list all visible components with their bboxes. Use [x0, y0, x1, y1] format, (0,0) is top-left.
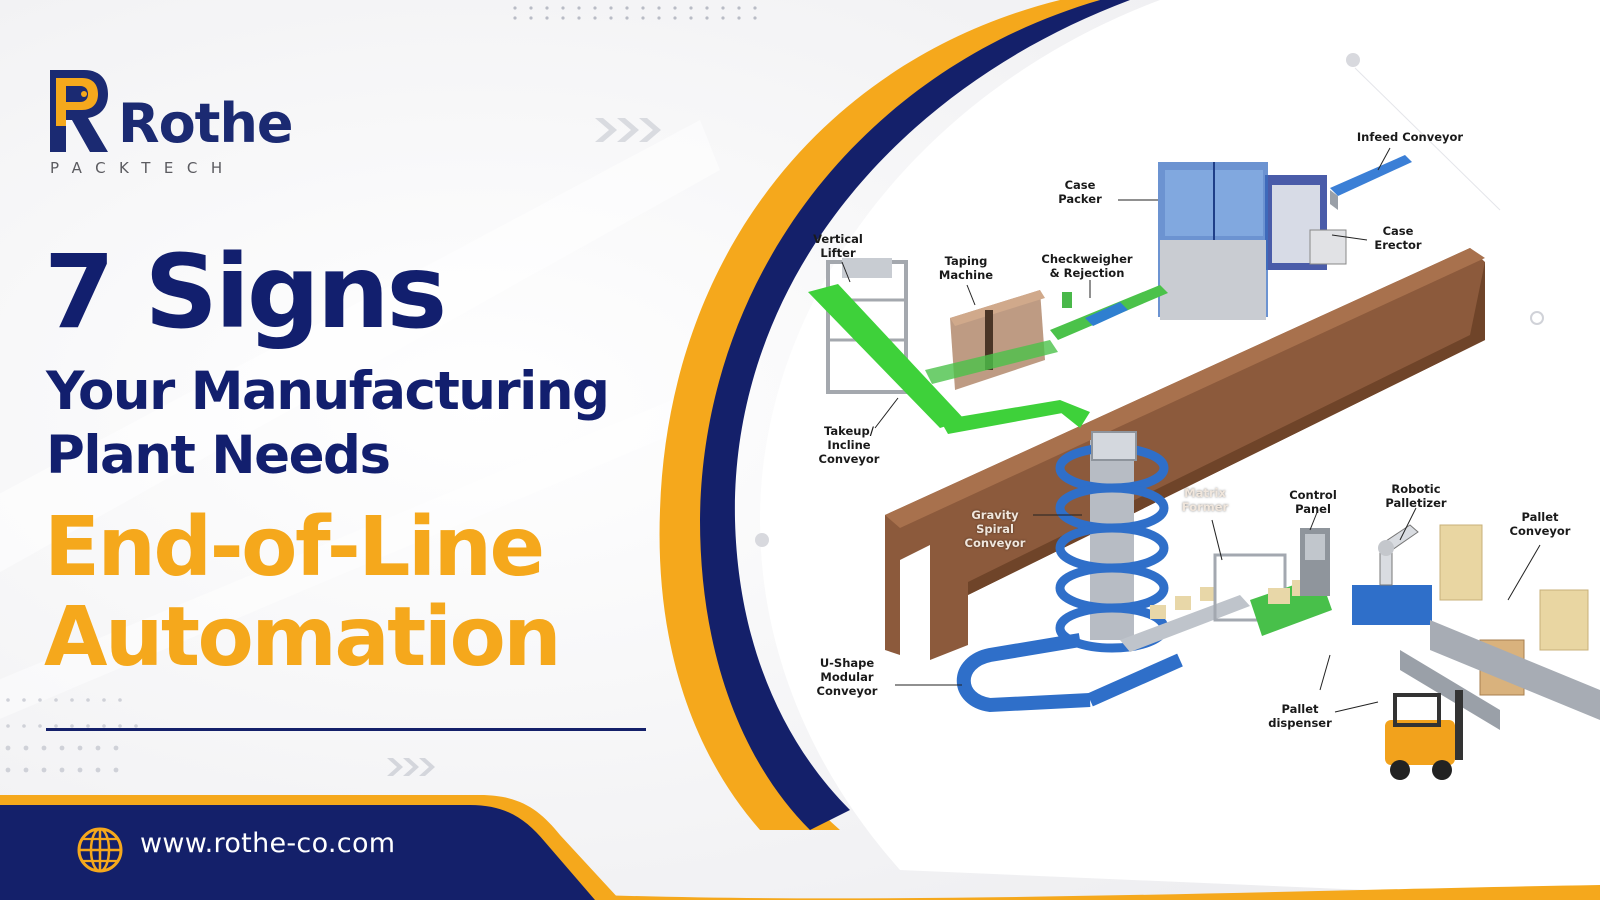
brown-wall	[885, 248, 1485, 660]
left-dots	[5, 698, 138, 773]
headline-underline	[46, 728, 646, 731]
infeed-conveyor	[1330, 155, 1412, 210]
diagram-artwork	[808, 147, 1600, 780]
headline-line-3: Plant Needs	[46, 425, 391, 486]
case-erector	[1265, 175, 1347, 270]
logo-mark-icon	[50, 70, 108, 152]
headline-line-5: Automation	[44, 590, 562, 685]
lower-line-conveyor	[1120, 587, 1250, 652]
leader-lines	[841, 147, 1541, 713]
gravity-spiral-conveyor	[1055, 431, 1169, 653]
robotic-palletizer	[1352, 524, 1432, 625]
forklift	[1385, 690, 1463, 780]
globe-icon	[77, 827, 123, 873]
headline-line-4: End-of-Line	[44, 500, 545, 595]
pallet-conveyor	[1400, 620, 1600, 730]
brand-tagline: PACKTECH	[50, 159, 236, 177]
production-line-diagram: Infeed Conveyor Case Packer Case Erector…	[700, 0, 1600, 900]
label-checkweigher: Checkweigher & Rejection	[1041, 252, 1133, 280]
case-packer	[1158, 162, 1268, 320]
control-panel	[1300, 528, 1330, 596]
label-pallet-dispenser: Pallet dispenser	[1268, 702, 1332, 730]
checkweigher-conveyor	[1050, 285, 1168, 340]
chevrons-top	[595, 118, 661, 142]
label-matrix-former: Matrix Former	[1181, 486, 1229, 514]
brand-name: Rothe	[118, 92, 294, 155]
label-robotic-palletizer: Robotic Palletizer	[1385, 482, 1447, 510]
website-link[interactable]: www.rothe-co.com	[140, 828, 396, 859]
label-takeup-incline-conveyor: Takeup/ Incline Conveyor	[818, 424, 880, 466]
label-taping-machine: Taping Machine	[938, 254, 994, 282]
label-vertical-lifter: Vertical Lifter	[813, 232, 863, 260]
top-dots	[513, 6, 757, 20]
label-case-packer: Case Packer	[1058, 178, 1102, 206]
label-gravity-spiral-conveyor: Gravity Spiral Conveyor	[964, 508, 1026, 550]
label-control-panel: Control Panel	[1289, 488, 1337, 516]
takeup-incline-conveyor	[808, 284, 1090, 434]
label-infeed-conveyor: Infeed Conveyor	[1356, 130, 1464, 144]
label-pallet-conveyor: Pallet Conveyor	[1509, 510, 1571, 538]
brand-logo[interactable]: Rothe PACKTECH	[46, 68, 296, 178]
headline-line-1: 7 Signs	[44, 233, 447, 352]
label-case-erector: Case Erector	[1374, 224, 1422, 252]
u-shape-conveyor	[956, 633, 1183, 713]
headline-line-2: Your Manufacturing	[46, 361, 610, 422]
label-u-shape-conveyor: U-Shape Modular Conveyor	[816, 656, 878, 698]
chevrons-bottom	[387, 758, 435, 776]
